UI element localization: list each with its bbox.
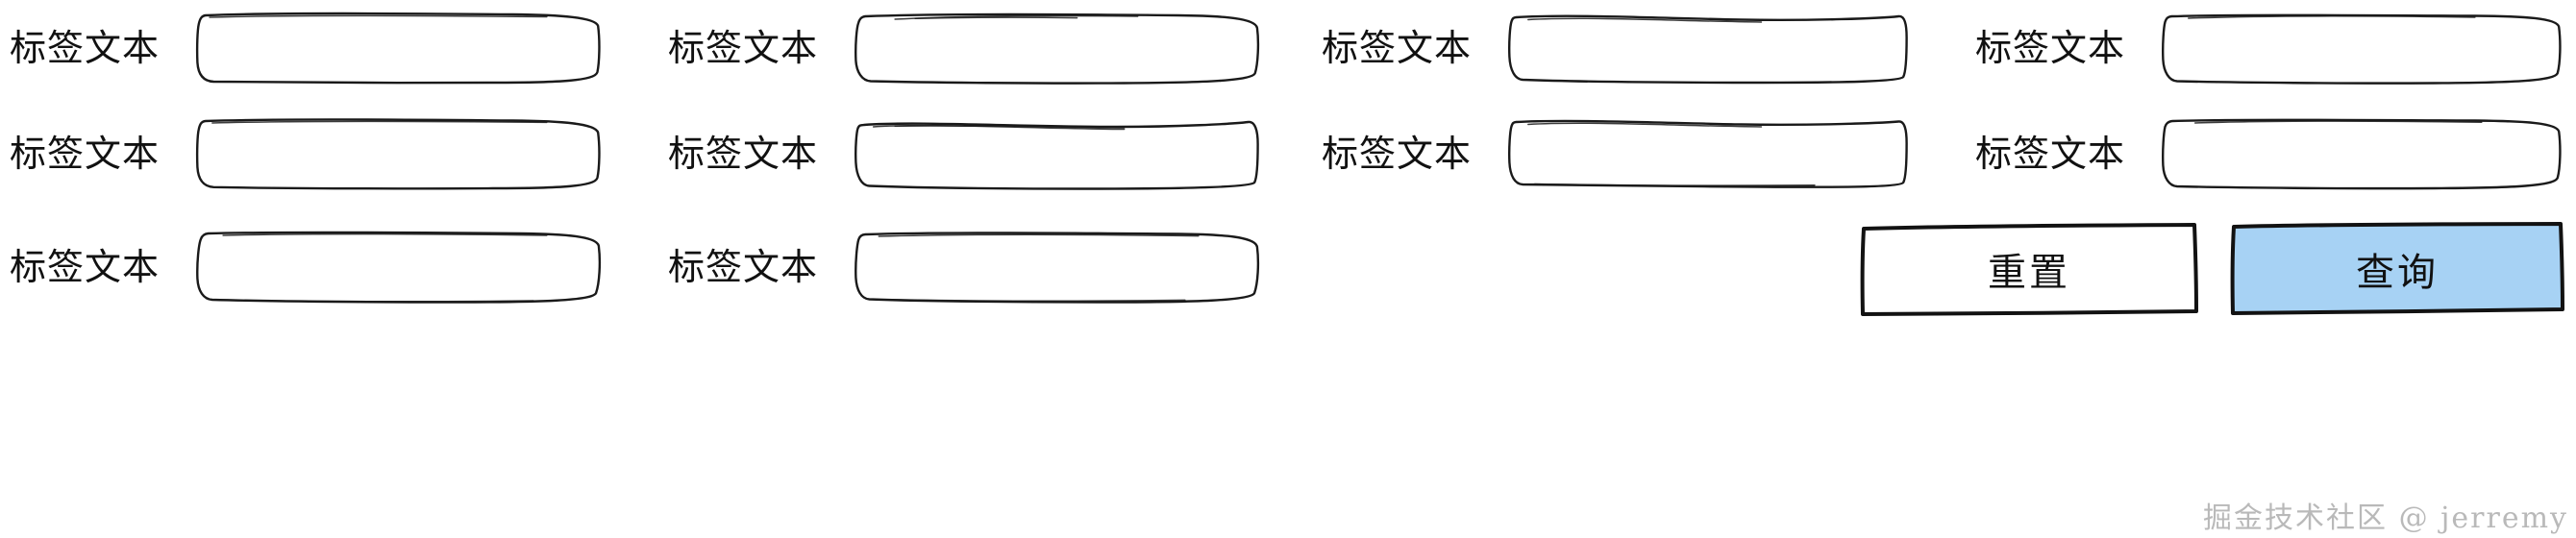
form-field-1-1: 标签文本: [10, 0, 601, 96]
field-label: 标签文本: [1975, 133, 2126, 175]
form-row-2: 标签文本 标签文本 标签文本: [0, 106, 2576, 219]
field-label: 标签文本: [668, 27, 819, 69]
watermark: 掘金技术社区 @ jerremy: [2203, 501, 2568, 535]
text-input-wrapper[interactable]: [855, 118, 1259, 189]
field-label: 标签文本: [668, 246, 819, 288]
form-field-1-2: 标签文本: [668, 0, 1259, 96]
text-input-wrapper[interactable]: [2162, 118, 2562, 189]
query-button[interactable]: 查询: [2230, 221, 2564, 317]
form-actions: 重置 查询: [1855, 219, 2566, 332]
form-field-3-1: 标签文本: [10, 219, 601, 315]
form-field-2-3: 标签文本: [1322, 106, 1908, 202]
form-field-2-2: 标签文本: [668, 106, 1259, 202]
text-input-wrapper[interactable]: [196, 232, 601, 303]
text-input[interactable]: [872, 124, 1244, 185]
text-input-wrapper[interactable]: [1508, 12, 1908, 84]
field-label: 标签文本: [1322, 133, 1473, 175]
field-label: 标签文本: [10, 27, 161, 69]
form-field-2-4: 标签文本: [1975, 106, 2562, 202]
text-input[interactable]: [1525, 124, 1893, 185]
text-input-wrapper[interactable]: [2162, 12, 2562, 84]
field-label: 标签文本: [10, 246, 161, 288]
text-input[interactable]: [1525, 18, 1893, 80]
form-field-1-4: 标签文本: [1975, 0, 2562, 96]
text-input[interactable]: [2179, 18, 2546, 80]
text-input-wrapper[interactable]: [1508, 118, 1908, 189]
text-input[interactable]: [213, 237, 585, 299]
field-label: 标签文本: [668, 133, 819, 175]
field-label: 标签文本: [1322, 27, 1473, 69]
text-input-wrapper[interactable]: [855, 12, 1259, 84]
text-input[interactable]: [872, 18, 1244, 80]
form-field-3-2: 标签文本: [668, 219, 1259, 315]
text-input[interactable]: [872, 237, 1244, 299]
text-input-wrapper[interactable]: [196, 12, 601, 84]
form-row-3: 标签文本 标签文本: [0, 219, 2576, 332]
text-input-wrapper[interactable]: [196, 118, 601, 189]
reset-button[interactable]: 重置: [1860, 221, 2198, 317]
form-field-1-3: 标签文本: [1322, 0, 1908, 96]
text-input-wrapper[interactable]: [855, 232, 1259, 303]
text-input[interactable]: [213, 18, 585, 80]
text-input[interactable]: [2179, 124, 2546, 185]
form-row-1: 标签文本 标签文本 标签文本: [0, 0, 2576, 113]
field-label: 标签文本: [1975, 27, 2126, 69]
text-input[interactable]: [213, 124, 585, 185]
form-field-2-1: 标签文本: [10, 106, 601, 202]
field-label: 标签文本: [10, 133, 161, 175]
